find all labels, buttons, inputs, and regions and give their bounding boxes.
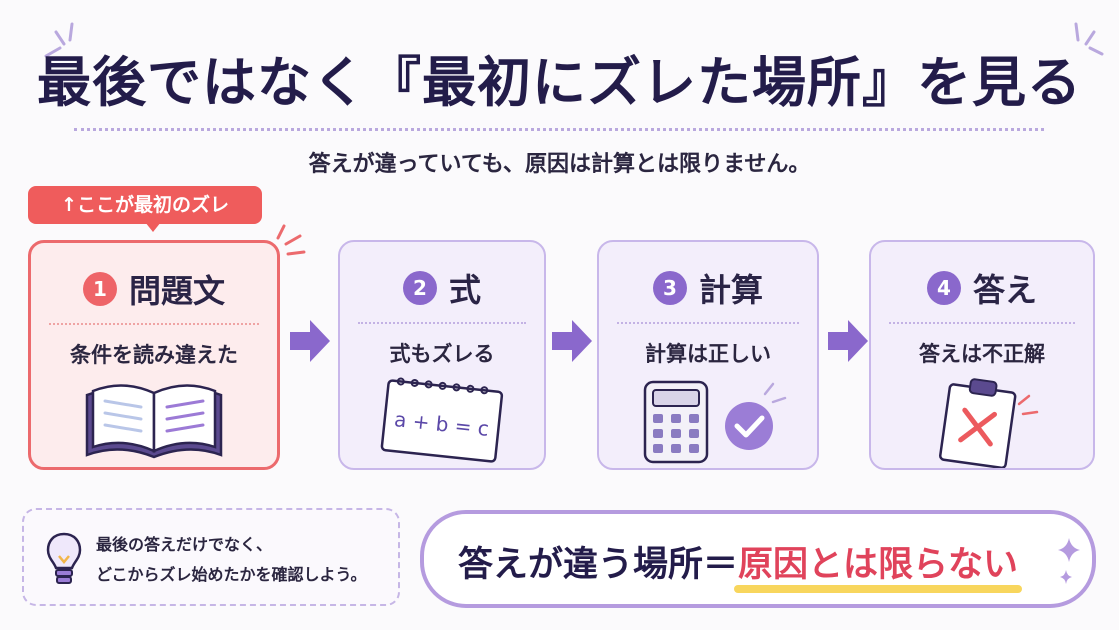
summary-highlight: 原因とは限らない xyxy=(734,536,1023,593)
step-divider xyxy=(358,322,526,324)
step-card-problem: 1 問題文 条件を読み違えた xyxy=(28,240,280,470)
sparkle-lines-left-icon xyxy=(44,22,74,58)
callout-pointer xyxy=(145,222,161,232)
tip-line: どこからズレ始めたかを確認しよう。 xyxy=(96,565,367,584)
step-number: 4 xyxy=(926,271,961,305)
summary-left: 答えが違う場所＝ xyxy=(458,544,739,585)
summary-banner: 答えが違う場所＝ 原因とは限らない xyxy=(420,510,1096,608)
step-header: 1 問題文 xyxy=(31,269,277,310)
tip-text: 最後の答えだけでなく、 どこからズレ始めたかを確認しよう。 xyxy=(96,530,396,590)
step-card-calculation: 3 計算 計算は正しい xyxy=(597,240,819,470)
first-mistake-callout: ↑ここが最初のズレ xyxy=(28,186,262,224)
step-title: 答え xyxy=(972,271,1037,309)
step-title: 式 xyxy=(448,271,481,309)
step-number: 2 xyxy=(402,271,437,305)
calculator-icon xyxy=(599,376,817,466)
step-description: 式もズレる xyxy=(389,342,495,366)
arrow-right-icon xyxy=(828,320,868,362)
arrow-right-icon xyxy=(552,320,592,362)
lightbulb-icon xyxy=(46,532,82,584)
tip-box: 最後の答えだけでなく、 どこからズレ始めたかを確認しよう。 xyxy=(22,508,400,606)
step-title: 問題文 xyxy=(128,272,225,310)
page-title: 最後ではなく『最初にズレた場所』を見る xyxy=(37,51,1082,114)
arrow-right-icon xyxy=(290,320,330,362)
step-divider xyxy=(49,323,259,325)
step-description: 計算は正しい xyxy=(645,342,771,366)
step-divider xyxy=(617,322,799,324)
page-subtitle: 答えが違っていても、原因は計算とは限りません。 xyxy=(308,152,811,177)
notepad-icon: a + b = c xyxy=(340,376,544,466)
highlight-underline xyxy=(734,584,1023,593)
sparkle-lines-right-icon xyxy=(1074,22,1104,56)
open-book-icon xyxy=(31,377,277,467)
alert-lines-icon xyxy=(276,224,306,256)
sparkle-icon xyxy=(1058,538,1080,584)
step-divider xyxy=(889,322,1075,324)
summary-highlight-text: 原因とは限らない xyxy=(738,544,1019,585)
step-description: 条件を読み違えた xyxy=(70,343,238,367)
step-card-answer: 4 答え 答えは不正解 xyxy=(869,240,1095,470)
step-number: 3 xyxy=(652,271,687,305)
step-title: 計算 xyxy=(698,271,763,309)
tip-line: 最後の答えだけでなく、 xyxy=(96,535,273,554)
step-header: 3 計算 xyxy=(599,268,817,309)
step-description: 答えは不正解 xyxy=(919,342,1045,366)
step-number: 1 xyxy=(82,272,117,306)
clipboard-x-icon xyxy=(871,376,1093,468)
step-header: 2 式 xyxy=(340,268,544,309)
summary-text: 答えが違う場所＝ 原因とは限らない xyxy=(458,536,1023,593)
title-divider xyxy=(74,128,1044,131)
step-card-expression: 2 式 式もズレる a + b = c xyxy=(338,240,546,470)
step-header: 4 答え xyxy=(871,268,1093,309)
